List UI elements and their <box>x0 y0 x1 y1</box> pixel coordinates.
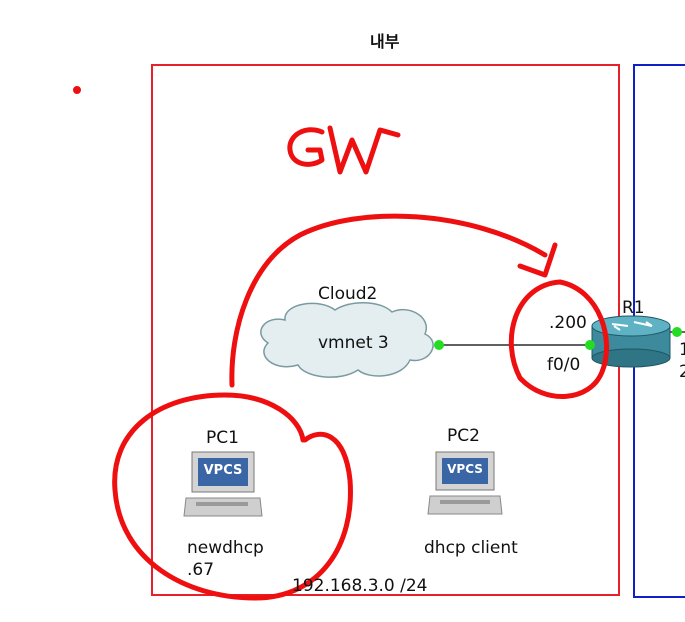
zone-title: 내부 <box>370 32 400 51</box>
subnet-label: 192.168.3.0 /24 <box>292 576 428 596</box>
router-right-label-2: 2 <box>679 362 685 382</box>
red-dot <box>73 86 81 94</box>
handwritten-annotation <box>73 86 610 601</box>
pc1-ip-label: .67 <box>187 560 215 580</box>
pc1-desc-label: newdhcp <box>187 538 264 558</box>
link-dot-cloud <box>434 340 444 350</box>
link-dot-router-right <box>672 327 682 337</box>
router-name-label: R1 <box>622 298 645 318</box>
pc2-computer-icon <box>427 451 503 515</box>
pc2-desc-label: dhcp client <box>424 538 518 558</box>
pc1-name-label: PC1 <box>206 428 239 448</box>
pc1-computer-icon <box>183 451 263 517</box>
pc2-vpcs-badge: VPCS <box>447 462 483 476</box>
router-right-label-1: 1 <box>679 340 685 360</box>
router-port-label: f0/0 <box>547 355 581 375</box>
pc2-name-label: PC2 <box>447 426 480 446</box>
cloud-name-label: Cloud2 <box>318 284 378 304</box>
pc1-vpcs-badge: VPCS <box>203 463 243 478</box>
router-ip-label: .200 <box>549 313 587 333</box>
cloud-interface-label: vmnet 3 <box>318 333 389 353</box>
cloud-icon <box>260 302 434 378</box>
router-icon <box>591 315 671 368</box>
link-dot-router-f0-0 <box>585 340 595 350</box>
